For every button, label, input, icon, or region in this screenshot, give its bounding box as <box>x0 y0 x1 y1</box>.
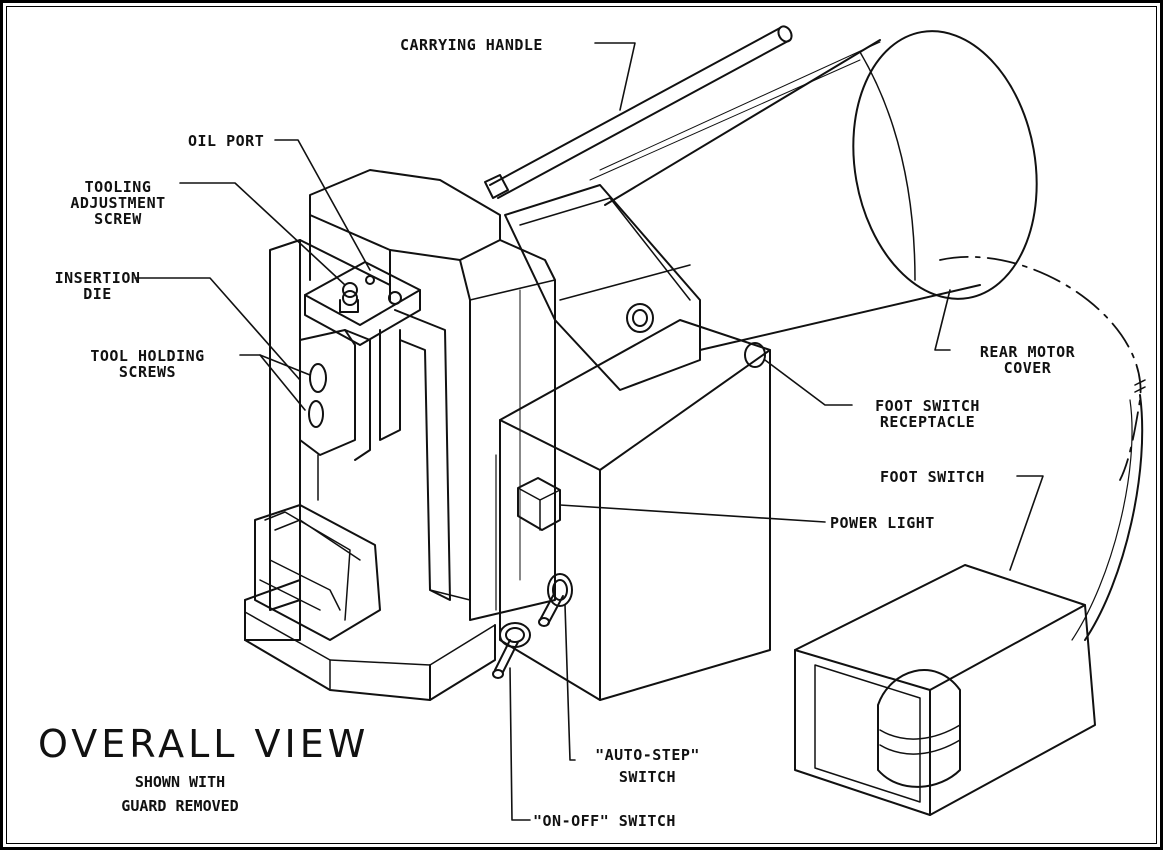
label-auto-step-switch-2: SWITCH <box>618 768 677 786</box>
foot-switch-housing <box>794 564 1096 816</box>
label-power-light: POWER LIGHT <box>830 514 935 532</box>
machine-base <box>244 454 496 701</box>
label-on-off-switch: "ON-OFF" SWITCH <box>533 812 676 830</box>
figure-title: OVERALL VIEW <box>38 722 370 766</box>
label-insertion-die-1: INSERTION <box>54 269 141 287</box>
label-oil-port: OIL PORT <box>188 132 265 150</box>
label-tooling-adjustment-screw-3: SCREW <box>94 210 142 228</box>
label-tooling-adjustment-screw-2: ADJUSTMENT <box>70 194 166 212</box>
label-foot-switch: FOOT SWITCH <box>880 468 985 486</box>
figure-subtitle: SHOWN WITH GUARD REMOVED <box>80 770 280 818</box>
press-head <box>269 169 556 621</box>
figure-subtitle-line-2: GUARD REMOVED <box>121 797 239 815</box>
label-foot-switch-receptacle-1: FOOT SWITCH <box>875 397 980 415</box>
leader-lines <box>134 42 1044 821</box>
label-tool-holding-screws-1: TOOL HOLDING <box>90 347 205 365</box>
label-insertion-die-2: DIE <box>83 285 112 303</box>
label-tooling-adjustment-screw-1: TOOLING <box>84 178 152 196</box>
figure-subtitle-line-1: SHOWN WITH <box>134 773 226 791</box>
motor-cylinder <box>589 30 1038 351</box>
label-rear-motor-cover-2: COVER <box>1003 359 1052 377</box>
motor-flange <box>504 184 766 391</box>
diagram-inner-border <box>6 6 1157 844</box>
label-foot-switch-receptacle-2: RECEPTACLE <box>879 413 976 431</box>
label-auto-step-switch-1: "AUTO-STEP" <box>595 746 700 764</box>
label-rear-motor-cover-1: REAR MOTOR <box>979 343 1076 361</box>
carrying-handle <box>484 25 793 199</box>
rear-motor-cover <box>939 256 1146 481</box>
label-tool-holding-screws-2: SCREWS <box>118 363 177 381</box>
label-carrying-handle: CARRYING HANDLE <box>400 36 543 54</box>
